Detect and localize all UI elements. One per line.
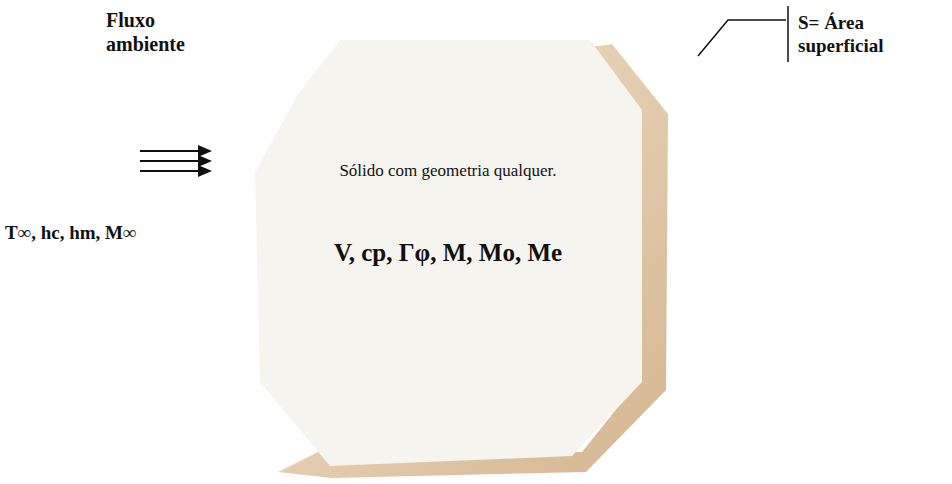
leader-line	[698, 6, 788, 62]
flow-arrows	[140, 145, 212, 177]
front-face	[255, 40, 642, 466]
flow-label: Fluxo ambiente	[106, 8, 206, 56]
solid-body: Sólido com geometria qualquer. V, cp, Γφ,…	[252, 32, 672, 480]
property-list: V, cp, Γφ, M, Mo, Me	[278, 237, 618, 268]
description-text: Sólido com geometria qualquer.	[328, 160, 568, 181]
ambient-parameters: T∞, hc, hm, M∞	[5, 222, 137, 245]
surface-area-note: S= Área superficial	[798, 12, 918, 58]
